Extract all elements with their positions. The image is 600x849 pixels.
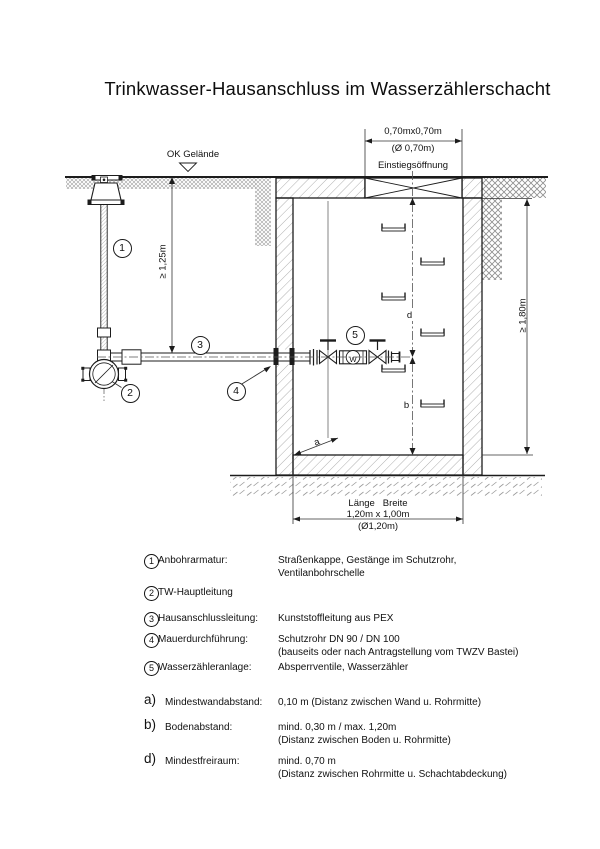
dimension-d-label: d bbox=[404, 310, 415, 321]
ground-level-marker bbox=[178, 162, 198, 173]
legend-label: Anbohrarmatur: bbox=[158, 555, 228, 566]
legend-label: Mindestfreiraum: bbox=[165, 756, 240, 767]
legend-value: Straßenkappe, Gestänge im Schutzrohr, Ve… bbox=[278, 555, 457, 579]
wall-sleeve bbox=[289, 348, 295, 365]
legend-marker-b: b) bbox=[144, 717, 157, 732]
opening-label: Einstiegsöffnung bbox=[377, 159, 449, 171]
callout-4: 4 bbox=[226, 381, 246, 401]
floor-diameter-dimension: (Ø1,20m) bbox=[357, 521, 399, 532]
legend-label: Wasserzähleranlage: bbox=[158, 662, 252, 673]
dimension-lines bbox=[169, 129, 533, 524]
legend-marker-5: 5 bbox=[144, 661, 159, 676]
callout-5: 5 bbox=[345, 325, 365, 345]
wall-sleeve bbox=[273, 348, 279, 365]
legend-marker-d: d) bbox=[144, 751, 157, 766]
legend-value: Schutzrohr DN 90 / DN 100 (bauseits oder… bbox=[278, 634, 519, 658]
legend-label: TW-Hauptleitung bbox=[158, 587, 233, 598]
ladder-rungs bbox=[381, 223, 445, 408]
shaft-depth-dimension: ≥ 1,80m bbox=[517, 298, 529, 333]
opening-size-label: 0,70mx0,70m bbox=[384, 126, 442, 137]
main-pipe-section bbox=[81, 358, 128, 401]
legend-marker-4: 4 bbox=[144, 633, 159, 648]
legend-label: Mauerdurchführung: bbox=[158, 634, 249, 645]
soil-texture bbox=[66, 178, 546, 496]
floor-dimension-header: Länge Breite bbox=[348, 498, 408, 509]
floor-size-dimension: 1,20m x 1,00m bbox=[346, 508, 410, 520]
shaft-structure bbox=[275, 177, 483, 476]
legend-marker-a: a) bbox=[144, 692, 157, 707]
opening-diameter-label: (Ø 0,70m) bbox=[391, 143, 435, 154]
callout-2: 2 bbox=[120, 383, 140, 403]
callout-leaders bbox=[111, 366, 271, 388]
legend-marker-2: 2 bbox=[144, 586, 159, 601]
legend-label: Mindestwandabstand: bbox=[165, 697, 263, 708]
water-meter-letter: W bbox=[349, 354, 357, 364]
cover-depth-dimension: ≥ 1,25m bbox=[157, 244, 169, 279]
legend-label: Bodenabstand: bbox=[165, 722, 233, 733]
legend-marker-3: 3 bbox=[144, 612, 159, 627]
legend-value: Kunststoffleitung aus PEX bbox=[278, 613, 394, 624]
legend-value: mind. 0,70 m (Distanz zwischen Rohrmitte… bbox=[278, 756, 507, 780]
legend-value: Absperrventile, Wasserzähler bbox=[278, 662, 409, 673]
shaft-cover-x bbox=[364, 177, 463, 199]
legend-marker-1: 1 bbox=[144, 554, 159, 569]
legend-label: Hausanschlussleitung: bbox=[158, 613, 259, 624]
street-cap-assembly bbox=[87, 175, 125, 362]
legend-value: mind. 0,30 m / max. 1,20m (Distanz zwisc… bbox=[278, 722, 451, 746]
callout-1: 1 bbox=[112, 238, 132, 258]
ground-level-label: OK Gelände bbox=[166, 149, 220, 160]
legend-value: 0,10 m (Distanz zwischen Wand u. Rohrmit… bbox=[278, 697, 482, 708]
dimension-b-label: b bbox=[401, 400, 412, 411]
callout-3: 3 bbox=[190, 335, 210, 355]
page-title: Trinkwasser-Hausanschluss im Wasserzähle… bbox=[104, 78, 551, 99]
